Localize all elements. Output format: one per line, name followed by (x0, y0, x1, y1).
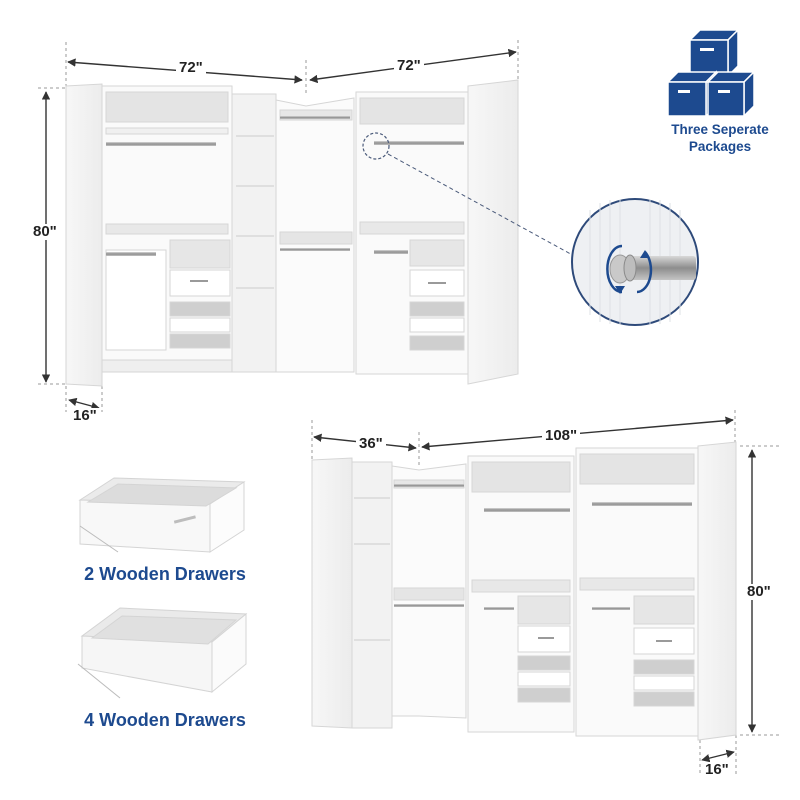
drawer-label-2: 2 Wooden Drawers (84, 564, 246, 584)
bottom-right-width-label: 108" (542, 428, 581, 444)
bottom-left-width-label: 36" (356, 436, 386, 452)
bottom-closet-rods (394, 484, 692, 610)
rod-callout-leader (362, 132, 579, 259)
packages-label-line2: Packages (688, 139, 752, 154)
rod-detail-magnifier (571, 198, 699, 326)
top-dimension-lines (38, 40, 519, 412)
bottom-depth-label: 16" (702, 762, 732, 778)
stacked-boxes-icon (666, 28, 756, 118)
tray-drawer-illustration (77, 607, 248, 699)
top-depth-label: 16" (70, 408, 100, 424)
top-closet-rods (106, 116, 464, 256)
top-right-width-label: 72" (394, 58, 424, 74)
rotate-arrows-icon (606, 244, 623, 294)
closed-drawer-illustration (78, 477, 246, 553)
drawer-label-4: 4 Wooden Drawers (84, 710, 246, 730)
top-closet (65, 79, 519, 387)
top-height-label: 80" (30, 224, 60, 240)
bottom-closet (311, 441, 737, 741)
packages-label: Three Seperate Packages (640, 121, 800, 155)
bottom-height-label: 80" (744, 584, 774, 600)
packages-label-line1: Three Seperate (671, 122, 769, 137)
top-left-width-label: 72" (176, 60, 206, 76)
